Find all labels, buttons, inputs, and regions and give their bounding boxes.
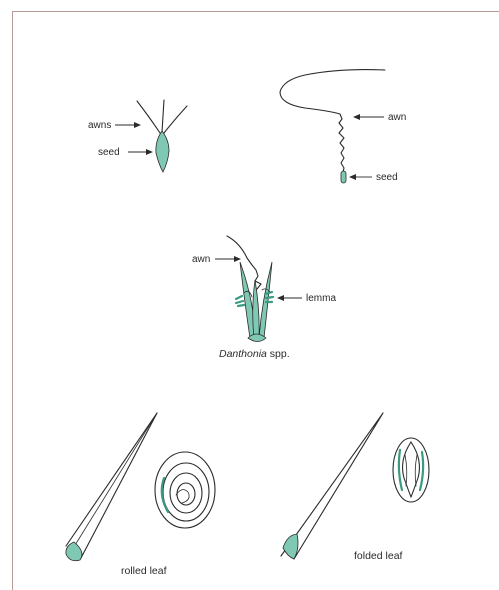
lemma-pointer-arrow — [277, 295, 302, 301]
danthonia-glume-right — [259, 262, 272, 338]
danthonia-genus: Danthonia — [219, 348, 267, 360]
folded-leaf-blade — [281, 413, 383, 559]
rolled-leaf-blade — [66, 413, 157, 561]
long-awn-seed — [280, 70, 385, 183]
folded-leaf-label: folded leaf — [354, 550, 403, 562]
awn-left-bristle — [137, 101, 160, 133]
awns-label: awns — [88, 120, 111, 131]
three-awn-seed — [137, 100, 187, 172]
seed-body — [156, 131, 169, 172]
seed-left-pointer-arrow — [128, 149, 153, 155]
danthonia-caption: Danthonia spp. — [219, 348, 290, 360]
rolled-leaf-cross-section — [155, 452, 215, 528]
lemma-label: lemma — [306, 293, 336, 304]
awns-pointer-arrow — [115, 122, 141, 128]
long-awn-seed-body — [341, 171, 346, 183]
awn-label-center: awn — [192, 254, 210, 265]
folded-leaf-cross-section — [393, 438, 429, 502]
long-awn-bristle — [280, 70, 385, 172]
seed-label-left: seed — [98, 147, 120, 158]
awn-right-bristle — [164, 106, 187, 133]
seed-right-pointer-arrow — [349, 174, 372, 180]
danthonia-spikelet — [227, 236, 273, 342]
awn-middle-bristle — [162, 100, 164, 132]
folded-leaf-base — [283, 534, 298, 559]
awn-center-pointer-arrow — [215, 256, 241, 262]
awn-right-pointer-arrow — [353, 114, 384, 120]
rolled-leaf-label: rolled leaf — [121, 565, 167, 577]
seed-label-right: seed — [376, 172, 398, 183]
danthonia-glume-center — [253, 280, 259, 338]
lemma-tuft-left — [236, 296, 244, 306]
rolled-leaf-base — [66, 542, 82, 561]
awn-label-right: awn — [388, 112, 406, 123]
danthonia-suffix: spp. — [267, 348, 290, 360]
